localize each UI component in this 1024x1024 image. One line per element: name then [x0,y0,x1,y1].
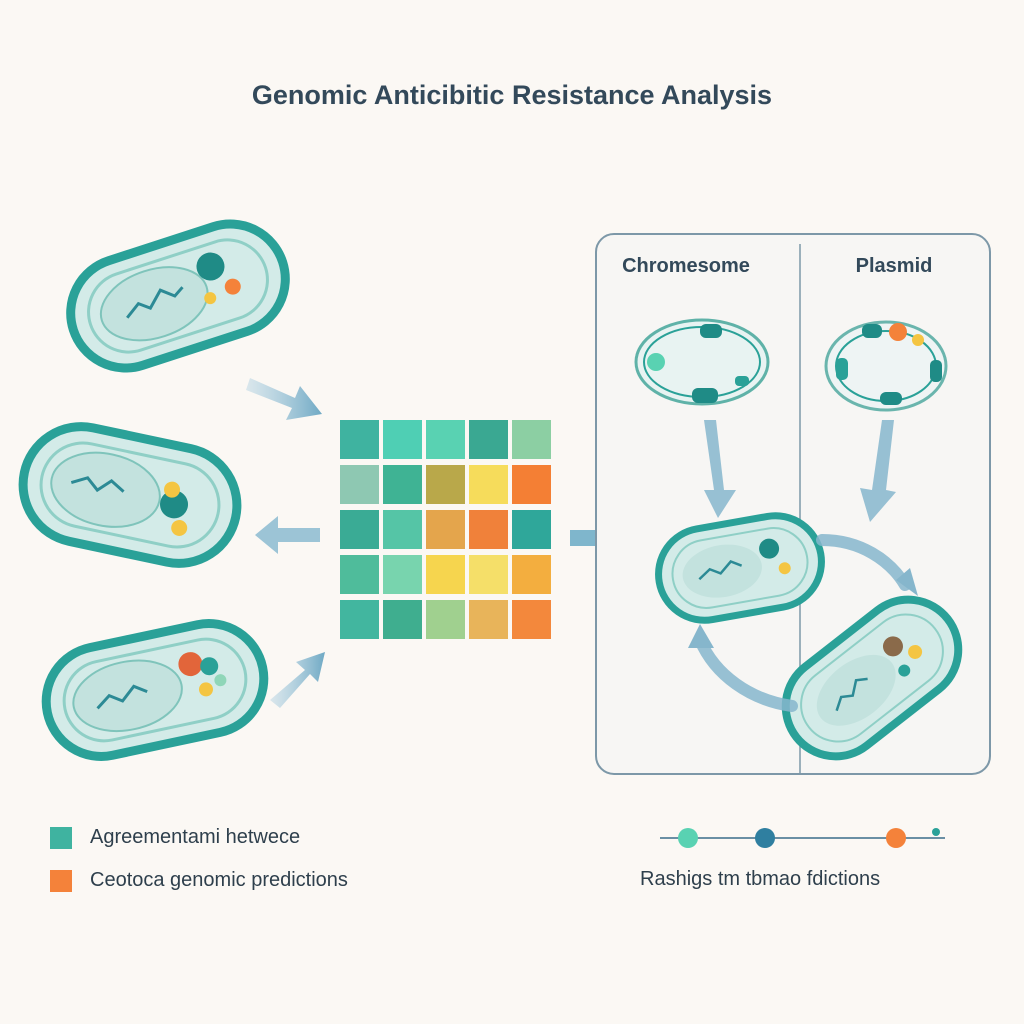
heatmap-cell [383,420,422,459]
heatmap-matrix [340,420,551,639]
heatmap-cell [340,510,379,549]
arrow-transfer-bottom-head [688,624,714,648]
diagram-title: Genomic Anticibitic Resistance Analysis [251,80,773,110]
arrow-transfer-bottom [694,634,798,712]
bacterium-right-1 [655,512,825,624]
timeline-caption: Rashigs tm tbmao fdictions [640,868,881,890]
heatmap-cell [383,600,422,639]
heatmap-cell [512,555,551,594]
heatmap-cell [340,555,379,594]
arrow-transfer-top-head [896,568,918,596]
heatmap-cell [340,600,379,639]
heatmap-cell [340,465,379,504]
heatmap-cell [469,510,508,549]
heatmap-cell [512,420,551,459]
heatmap-cell [512,600,551,639]
bacterium-left-2 [18,422,242,568]
timeline-node-1 [678,828,698,848]
heatmap-cell [383,465,422,504]
bacterium-left-3 [41,619,269,761]
arrow-to-matrix-top [246,378,322,420]
panel-label-plasmid: Plasmid [855,255,933,277]
panel-label-chromosome: Chromesome [622,255,750,277]
legend-label-predictions: Ceotoca genomic predictions [90,869,348,891]
heatmap-cell [340,420,379,459]
chromosome-ring [634,318,770,406]
bacterium-right-2 [781,595,963,761]
heatmap-cell [426,600,465,639]
arrow-plasmid-down [860,420,896,522]
plasmid-ring [824,320,948,412]
arrow-chromosome-down [704,420,736,518]
heatmap-cell [426,465,465,504]
heatmap-cell [426,420,465,459]
legend-label-agreement: Agreementami hetwece [90,826,301,848]
legend-item-predictions: Ceotoca genomic predictions [50,869,348,892]
heatmap-cell [383,555,422,594]
timeline [660,828,945,848]
heatmap-cell [512,465,551,504]
heatmap-cell [469,555,508,594]
timeline-end-mark [932,828,940,836]
arrow-from-matrix [255,516,320,554]
timeline-node-3 [886,828,906,848]
heatmap-cell [426,510,465,549]
bacterium-left-1 [66,219,290,373]
heatmap-cell [383,510,422,549]
arrow-to-matrix-bottom [270,652,325,708]
heatmap-cell [512,510,551,549]
legend-swatch-orange [50,869,72,892]
timeline-node-2 [755,828,775,848]
heatmap-cell [469,465,508,504]
heatmap-cell [426,555,465,594]
legend-swatch-teal [50,826,72,849]
legend-item-agreement: Agreementami hetwece [50,826,300,849]
heatmap-cell [469,420,508,459]
heatmap-cell [469,600,508,639]
